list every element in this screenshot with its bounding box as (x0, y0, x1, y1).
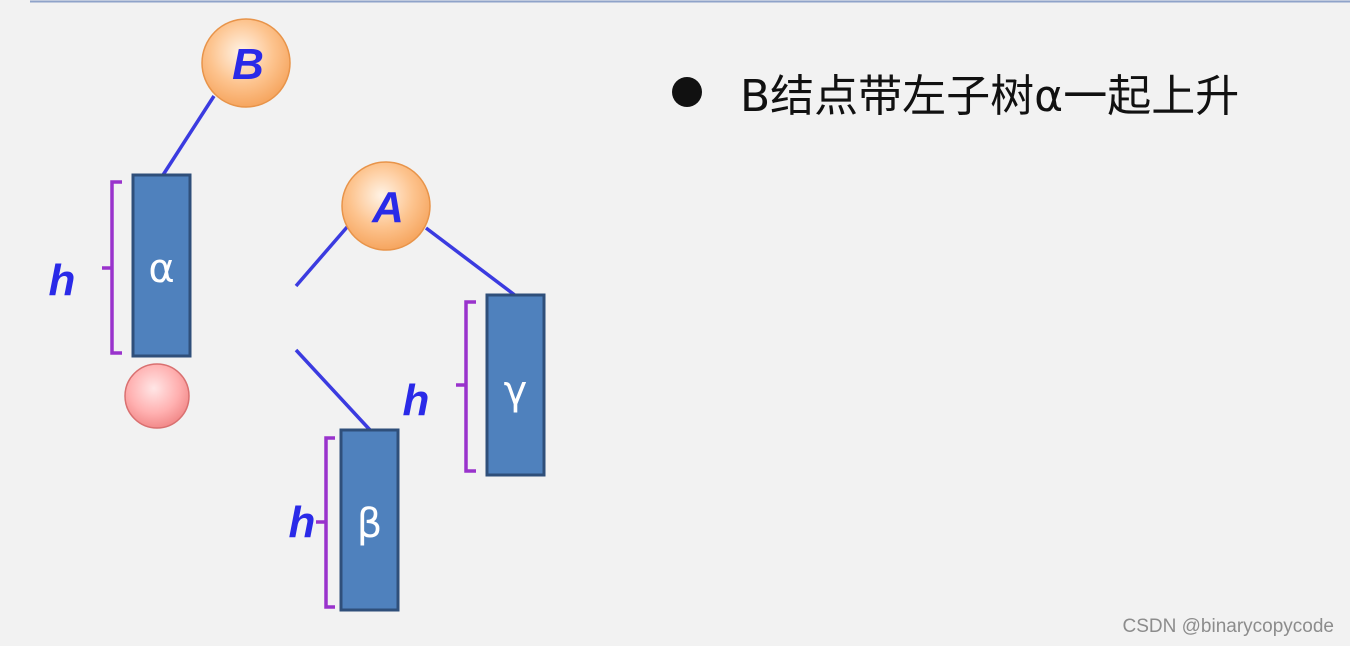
edge-beta-stub (294, 348, 372, 432)
subtree-alpha-label: α (148, 246, 174, 292)
height-label-alpha: h (49, 256, 76, 305)
node-a (341, 161, 431, 251)
edge-a-gamma (424, 226, 518, 298)
bullet-text: B结点带左子树α一起上升 (740, 71, 1240, 122)
height-bracket-gamma (456, 300, 476, 473)
edge-b-alpha (161, 95, 216, 176)
edge-a-left-stub (294, 224, 350, 288)
height-label-gamma: h (403, 376, 430, 425)
subtree-gamma (485, 293, 546, 477)
height-bracket-beta (316, 436, 335, 609)
height-bracket-alpha (102, 180, 122, 355)
node-b (201, 18, 291, 108)
node-b-label: B (232, 40, 264, 89)
inserted-node (124, 363, 190, 429)
subtree-gamma-label: γ (504, 368, 528, 414)
height-label-beta: h (289, 498, 316, 547)
bullet-point: B结点带左子树α一起上升 (672, 60, 1239, 124)
subtree-alpha (131, 173, 192, 358)
subtree-beta-label: β (357, 501, 383, 547)
watermark: CSDN @binarycopycode (1122, 616, 1335, 637)
subtree-beta (339, 428, 400, 612)
node-a-label: A (371, 183, 404, 232)
bullet-dot-icon (672, 77, 702, 107)
